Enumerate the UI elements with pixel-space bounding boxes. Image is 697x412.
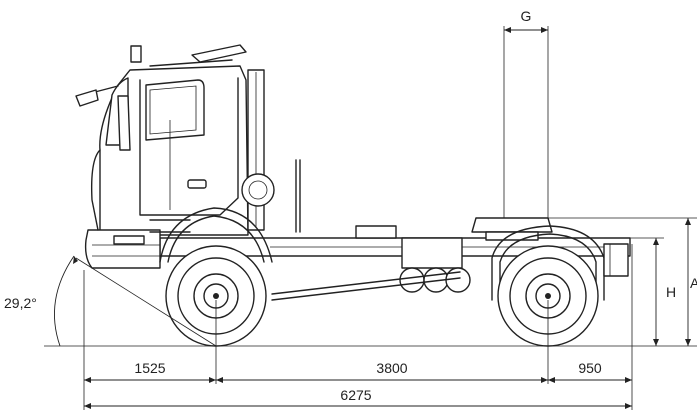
overall-length-label: 6275 — [340, 387, 371, 403]
overall-height-label: A — [690, 275, 697, 291]
approach-angle-label: 29,2° — [4, 295, 37, 311]
dimension-overall-height: A — [548, 217, 697, 346]
fifth-wheel-offset-label: G — [521, 8, 532, 24]
dimension-approach-angle: 29,2° — [4, 255, 217, 347]
dimension-fifth-wheel-height: H — [604, 237, 676, 346]
fifth-wheel-height-label: H — [666, 284, 676, 300]
dimension-fifth-wheel-offset: G — [503, 8, 549, 218]
dimension-wheelbase: 3800 — [216, 360, 548, 383]
dimension-rear-overhang: 950 — [548, 360, 632, 383]
truck-body — [75, 44, 631, 301]
dimension-overall-length: 6275 — [83, 384, 633, 410]
wheelbase-label: 3800 — [376, 360, 407, 376]
dimension-front-overhang: 1525 — [84, 360, 216, 383]
front-overhang-label: 1525 — [134, 360, 165, 376]
rear-overhang-label: 950 — [578, 360, 602, 376]
